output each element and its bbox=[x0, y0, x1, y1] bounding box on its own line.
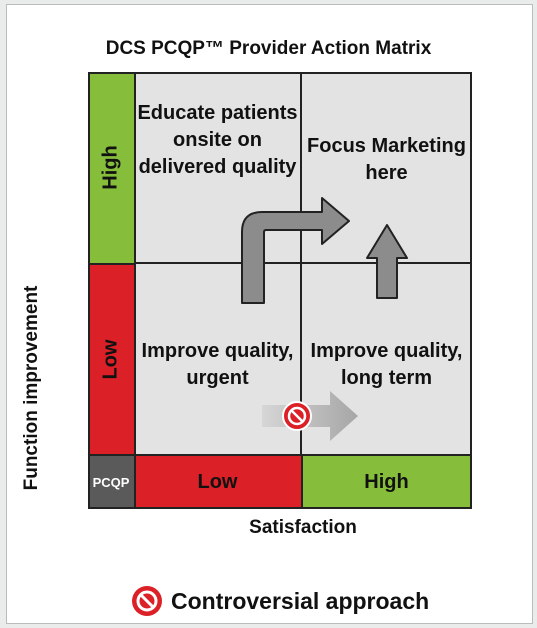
quadrant-bottom-left-text: Improve quality, urgent bbox=[141, 340, 294, 389]
legend-label: Controversial approach bbox=[171, 587, 430, 614]
y-band-low: Low bbox=[88, 263, 134, 455]
x-band-low-label: Low bbox=[197, 470, 238, 493]
prohibited-icon bbox=[282, 401, 312, 431]
pcqp-label: PCQP bbox=[92, 474, 130, 490]
y-band-divider bbox=[88, 263, 134, 265]
quadrant-top-left-text: Educate patients onsite on delivered qua… bbox=[137, 102, 298, 178]
legend: Controversial approach bbox=[131, 585, 429, 617]
legend-prohibited-icon bbox=[132, 586, 162, 616]
x-band-divider bbox=[301, 455, 303, 509]
quadrant-top-right-text: Focus Marketing here bbox=[307, 135, 466, 184]
matrix-title: DCS PCQP™ Provider Action Matrix bbox=[105, 38, 432, 59]
pcqp-corner: PCQP bbox=[88, 455, 134, 509]
x-axis-title: Satisfaction bbox=[249, 517, 357, 538]
horizontal-divider bbox=[134, 262, 472, 264]
x-band-high: High bbox=[301, 455, 472, 509]
x-band-high-label: High bbox=[364, 470, 409, 493]
bent-arrow-icon bbox=[241, 197, 350, 304]
x-band-low: Low bbox=[134, 455, 301, 509]
y-band-high: High bbox=[88, 72, 134, 263]
band-divider-horizontal bbox=[88, 454, 472, 456]
up-arrow-icon bbox=[366, 224, 408, 299]
band-divider-vertical bbox=[134, 72, 136, 509]
quadrant-bottom-right-text: Improve quality, long term bbox=[310, 340, 463, 389]
quadrant-grid bbox=[134, 72, 472, 455]
